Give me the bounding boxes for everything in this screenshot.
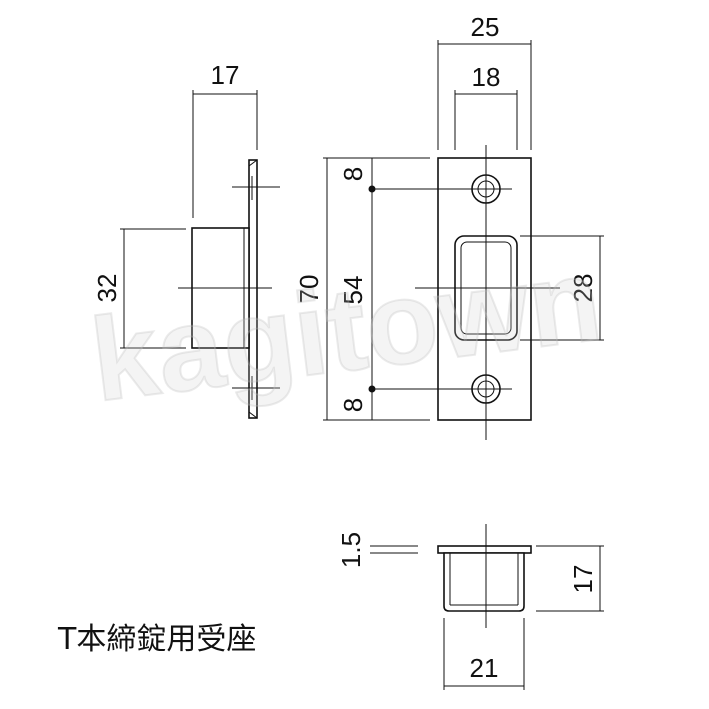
dim-front-inner-width: 18	[472, 62, 501, 92]
dim-front-top-margin: 8	[338, 167, 368, 181]
bottom-view: 1.5 17 21	[336, 524, 604, 690]
dim-front-total-height: 70	[294, 275, 324, 304]
dim-bottom-plate-thickness: 1.5	[336, 532, 366, 568]
bottom-box	[443, 552, 525, 612]
dim-front-hole-spacing: 54	[338, 276, 368, 305]
bottom-plate	[437, 545, 532, 554]
dim-side-depth: 17	[211, 60, 240, 90]
dim-front-total-width: 25	[471, 12, 500, 42]
front-view: 25 18 70 8 54 8 28	[294, 12, 604, 440]
dim-bottom-box-width: 21	[470, 653, 499, 683]
side-view: 17 32	[92, 60, 280, 419]
dim-bottom-box-depth: 17	[568, 565, 598, 594]
dim-front-opening-height: 28	[568, 274, 598, 303]
dim-side-height: 32	[92, 274, 122, 303]
dim-front-bottom-margin: 8	[338, 398, 368, 412]
product-title: T本締錠用受座	[57, 622, 256, 657]
